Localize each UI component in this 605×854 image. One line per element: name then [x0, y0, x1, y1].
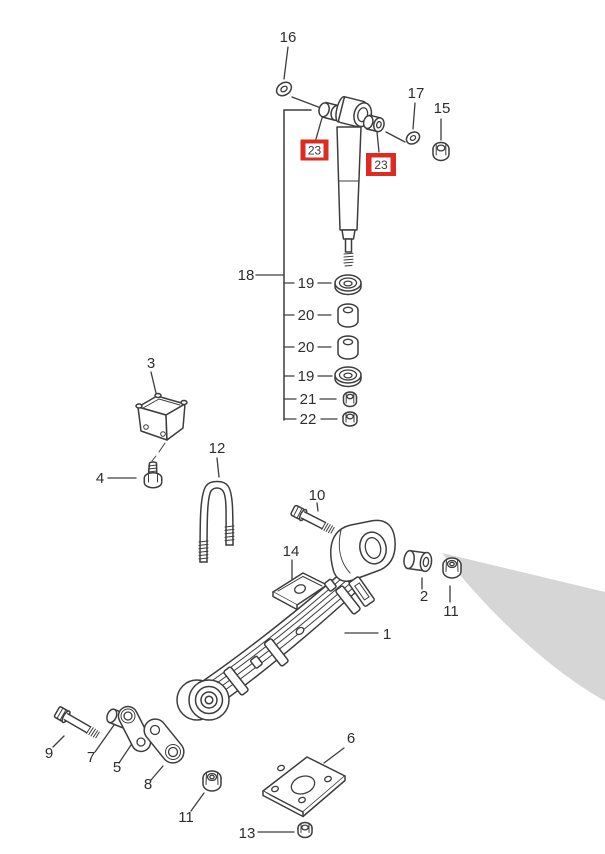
callout-13: 13: [239, 825, 256, 842]
shackle-plate-8: [143, 718, 185, 781]
nut-11-right: [442, 557, 462, 603]
callout-11b: 11: [178, 809, 194, 826]
bushing-20-upper: [337, 303, 359, 328]
callout-20a: 20: [298, 307, 315, 324]
callout-22: 22: [300, 411, 317, 428]
callout-20b: 20: [298, 339, 315, 356]
shock-absorber: [318, 95, 385, 267]
cup-washer-19-lower: [334, 366, 362, 388]
plate-6: [262, 747, 346, 818]
callout-9: 9: [45, 745, 53, 762]
highlight-label-23a: 23: [308, 144, 322, 158]
cup-washer-19-upper: [334, 274, 362, 296]
callout-14: 14: [283, 543, 300, 560]
highlight-label-23b: 23: [374, 158, 388, 172]
highlight-23-right[interactable]: 23: [366, 131, 396, 176]
callout-10: 10: [309, 487, 326, 504]
bolt-9: [52, 706, 100, 748]
callout-19b: 19: [298, 368, 315, 385]
washer-16: [275, 46, 322, 109]
nut-13: [257, 821, 313, 839]
callout-7: 7: [87, 749, 95, 766]
highlight-23-left[interactable]: 23: [300, 117, 329, 161]
callout-16: 16: [280, 29, 297, 46]
bracket-18-lines: [255, 109, 338, 421]
callout-2: 2: [420, 588, 428, 605]
nut-11-lower: [190, 770, 222, 812]
callout-3: 3: [147, 355, 155, 372]
leaf-spring-1: [176, 519, 396, 721]
callout-labels: 16 17 15 18 19 20 20 19 21 22 3 4 12 10 …: [45, 29, 459, 842]
nut-21: [342, 391, 358, 408]
bolt-4: [107, 461, 163, 489]
bushing-20-lower: [337, 335, 359, 360]
callout-8: 8: [144, 776, 152, 793]
callout-15: 15: [434, 100, 451, 117]
callout-12: 12: [209, 440, 226, 457]
callout-21: 21: [300, 391, 317, 408]
callout-4: 4: [96, 470, 104, 487]
callout-18: 18: [238, 267, 255, 284]
washer-17: [385, 102, 421, 145]
shock-body: [336, 126, 362, 267]
callout-1: 1: [383, 626, 391, 643]
bump-stop-3: [135, 371, 188, 462]
callout-6: 6: [347, 730, 355, 747]
callout-11a: 11: [443, 603, 459, 620]
highlight-box-inner: [371, 157, 391, 172]
shade-wedge: [442, 553, 605, 701]
callout-5: 5: [113, 759, 121, 776]
callout-17: 17: [408, 85, 425, 102]
nut-22: [342, 411, 358, 427]
shock-top-eye: [335, 95, 373, 128]
u-bolt-12: [198, 457, 235, 563]
bushing-23-right: [362, 114, 385, 133]
bushing-2: [403, 549, 433, 590]
callout-19a: 19: [298, 275, 315, 292]
nut-15: [432, 118, 450, 162]
spring-eye-front: [176, 679, 230, 721]
shackle-plate-5: [117, 705, 152, 764]
spring-eye-rear: [330, 519, 396, 607]
bolt-10: [290, 502, 335, 534]
highlight-box-inner: [305, 143, 324, 158]
